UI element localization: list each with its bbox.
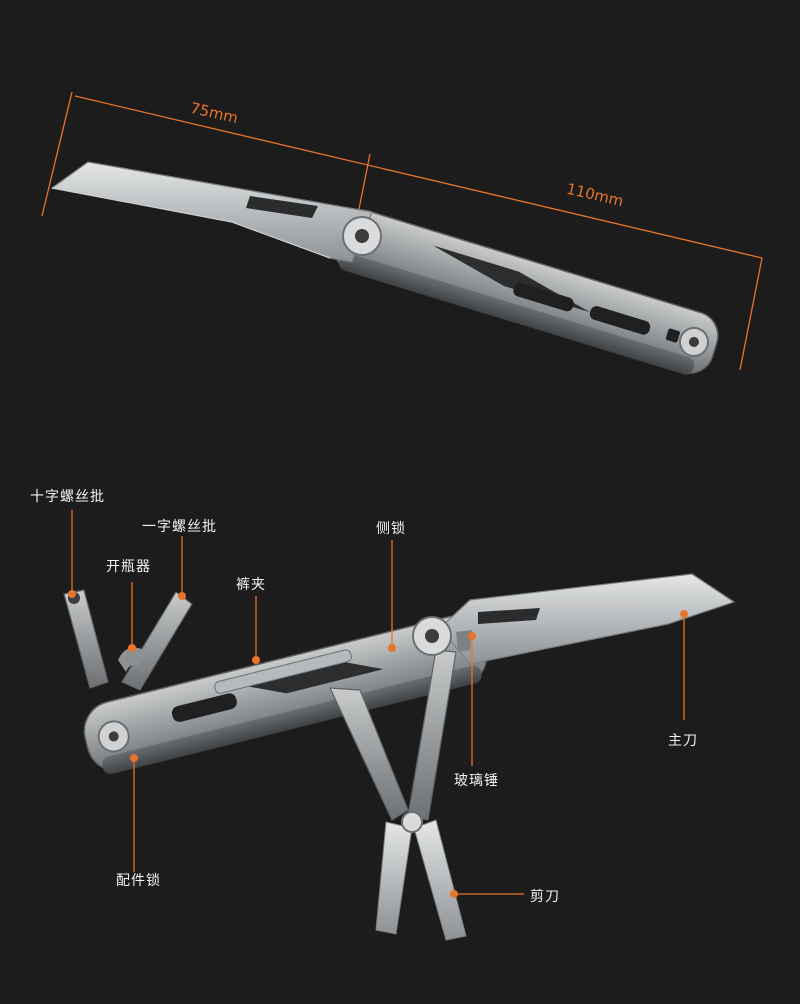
scissors-label: 剪刀 (530, 889, 560, 905)
scissors-arm-left (329, 687, 409, 821)
glass-breaker-label: 玻璃锤 (454, 773, 499, 789)
phillips-screwdriver (63, 589, 109, 689)
main-blade-label: 主刀 (668, 733, 698, 749)
thumb-hole (246, 196, 318, 218)
callout-lines (71, 510, 685, 895)
bottle-opener-label: 开瓶器 (106, 559, 151, 575)
side-lock-label: 侧锁 (376, 521, 406, 537)
main-blade (439, 573, 736, 665)
bottle-opener (118, 647, 144, 672)
scissors-blade-right (413, 819, 467, 941)
dimension-lines (41, 91, 763, 371)
flat-screwdriver-label: 一字螺丝批 (142, 519, 217, 535)
callout-dots (68, 590, 688, 898)
phillips-screwdriver-label: 十字螺丝批 (30, 489, 105, 505)
glass-breaker (456, 630, 472, 652)
scissors-arm-right (407, 649, 457, 821)
knife-blade (50, 161, 373, 263)
pocket-clip (214, 649, 352, 694)
accessory-lock-label: 配件锁 (116, 873, 161, 889)
open-multitool (63, 573, 736, 941)
top-knife (41, 91, 763, 375)
scissors-pivot-icon (401, 811, 423, 833)
scissors-blade-left (375, 821, 413, 935)
pocket-clip-label: 裤夹 (236, 577, 266, 593)
